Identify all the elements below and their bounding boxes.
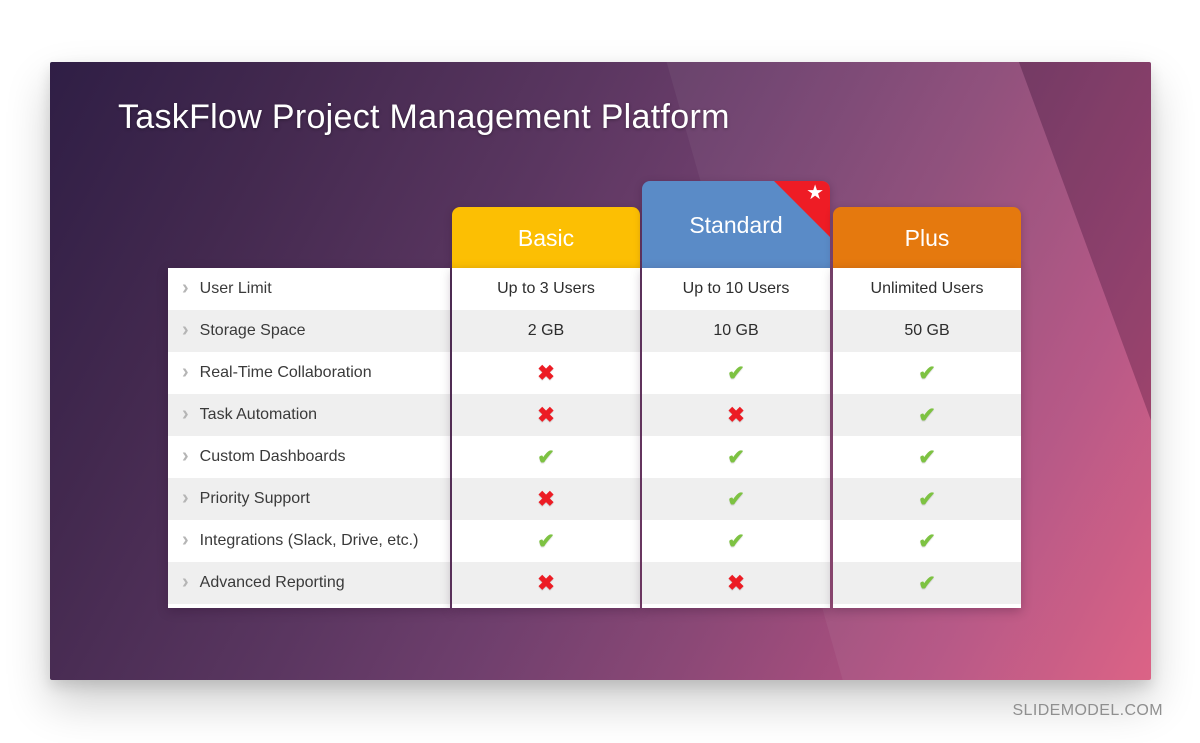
featured-ribbon <box>774 181 830 237</box>
feature-availability-icon: ✔ <box>833 562 1021 604</box>
feature-row: › Storage Space <box>168 310 450 352</box>
plan-name-basic: Basic <box>517 224 575 251</box>
feature-row: › Priority Support <box>168 478 450 520</box>
feature-availability-icon: ✔ <box>537 529 555 553</box>
plan-column-basic: Up to 3 Users 2 GB ✖ ✖ ✔ ✖ ✔ ✖ <box>452 268 640 608</box>
plan-name-plus: Plus <box>904 224 950 251</box>
plan-value: 50 GB <box>833 310 1021 352</box>
star-icon: ★ <box>806 182 824 204</box>
feature-availability-icon: ✔ <box>537 445 555 469</box>
feature-row: › Task Automation <box>168 394 450 436</box>
plan-value: Up to 3 Users <box>497 280 595 297</box>
feature-availability-icon: ✔ <box>833 394 1021 436</box>
plan-value: Up to 10 Users <box>682 280 790 297</box>
feature-availability-icon: ✔ <box>918 361 936 385</box>
feature-availability-icon: ✔ <box>918 529 936 553</box>
feature-availability-icon: ✖ <box>642 562 830 604</box>
feature-row: › Advanced Reporting <box>168 562 450 604</box>
feature-availability-icon: ✖ <box>452 478 640 520</box>
chevron-right-icon: › <box>182 487 189 509</box>
slide-canvas: TaskFlow Project Management Platform Bas… <box>50 62 1151 680</box>
feature-label: User Limit <box>199 279 272 297</box>
plan-value: Unlimited Users <box>870 280 984 297</box>
feature-label: Priority Support <box>199 489 310 507</box>
feature-label: Custom Dashboards <box>199 447 346 465</box>
chevron-right-icon: › <box>182 571 189 593</box>
feature-label: Real-Time Collaboration <box>199 363 372 381</box>
feature-label: Advanced Reporting <box>199 573 345 591</box>
plan-column-standard: Up to 10 Users 10 GB ✔ ✖ ✔ ✔ ✔ ✖ <box>642 268 830 608</box>
feature-availability-icon: ✖ <box>452 562 640 604</box>
plan-header-standard: Standard ★ <box>642 181 830 269</box>
feature-row: › Real-Time Collaboration <box>168 352 450 394</box>
feature-availability-icon: ✖ <box>642 394 830 436</box>
chevron-right-icon: › <box>182 319 189 341</box>
feature-row: › User Limit <box>168 268 450 310</box>
feature-availability-icon: ✔ <box>727 445 745 469</box>
plan-header-basic: Basic <box>452 207 640 269</box>
page-title: TaskFlow Project Management Platform <box>118 98 730 136</box>
plan-name-standard: Standard <box>689 211 783 238</box>
feature-label: Integrations (Slack, Drive, etc.) <box>199 531 419 549</box>
feature-column: › User Limit › Storage Space › Real-Time Co… <box>168 268 450 608</box>
feature-availability-icon: ✖ <box>537 361 555 385</box>
chevron-right-icon: › <box>182 529 189 551</box>
chevron-right-icon: › <box>182 445 189 467</box>
feature-row: › Integrations (Slack, Drive, etc.) <box>168 520 450 562</box>
chevron-right-icon: › <box>182 403 189 425</box>
feature-row: › Custom Dashboards <box>168 436 450 478</box>
feature-availability-icon: ✔ <box>642 478 830 520</box>
feature-availability-icon: ✔ <box>918 445 936 469</box>
plan-header-plus: Plus <box>833 207 1021 269</box>
feature-availability-icon: ✔ <box>727 361 745 385</box>
plan-value: 2 GB <box>452 310 640 352</box>
plan-column-plus: Unlimited Users 50 GB ✔ ✔ ✔ ✔ ✔ ✔ <box>833 268 1021 608</box>
chevron-right-icon: › <box>182 277 189 299</box>
feature-availability-icon: ✔ <box>833 478 1021 520</box>
feature-availability-icon: ✔ <box>727 529 745 553</box>
feature-availability-icon: ✖ <box>452 394 640 436</box>
chevron-right-icon: › <box>182 361 189 383</box>
feature-label: Storage Space <box>199 321 306 339</box>
watermark: SLIDEMODEL.COM <box>1012 702 1163 719</box>
feature-label: Task Automation <box>199 405 318 423</box>
plan-value: 10 GB <box>642 310 830 352</box>
